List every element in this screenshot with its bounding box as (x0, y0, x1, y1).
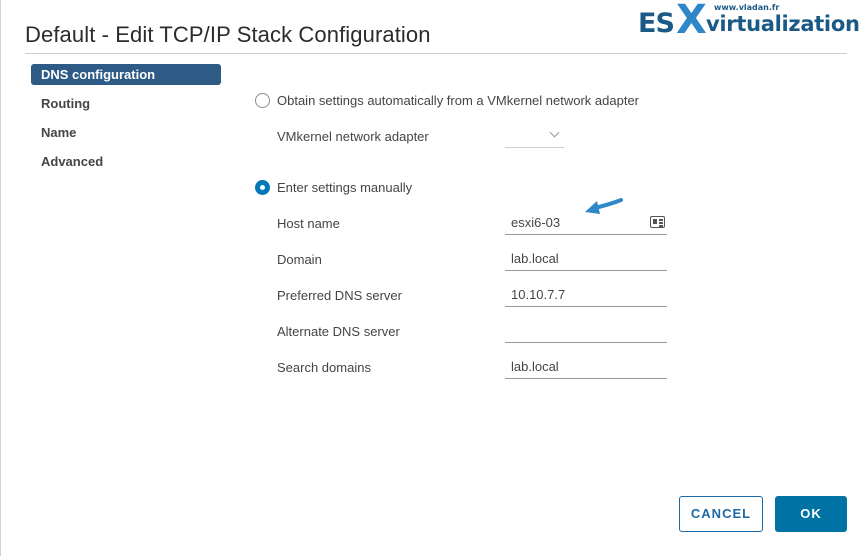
sidebar-item-dns-configuration[interactable]: DNS configuration (31, 64, 221, 85)
manual-settings-option[interactable]: Enter settings manually (255, 180, 412, 195)
esxvirtualization-logo: ES X www.vladan.fr virtualization (638, 0, 860, 43)
sidebar-item-routing[interactable]: Routing (41, 96, 91, 111)
host-name-input[interactable]: esxi6-03 (505, 212, 667, 235)
alternate-dns-label: Alternate DNS server (277, 324, 400, 339)
domain-input[interactable]: lab.local (505, 248, 667, 271)
dialog-title: Default - Edit TCP/IP Stack Configuratio… (25, 22, 431, 47)
manual-settings-radio[interactable] (255, 180, 270, 195)
auto-settings-radio[interactable] (255, 93, 270, 108)
auto-settings-option[interactable]: Obtain settings automatically from a VMk… (255, 93, 639, 108)
ok-button[interactable]: OK (775, 496, 847, 532)
preferred-dns-input[interactable]: 10.10.7.7 (505, 284, 667, 307)
preferred-dns-label: Preferred DNS server (277, 288, 402, 303)
manual-settings-label: Enter settings manually (277, 180, 413, 195)
title-divider (25, 53, 847, 54)
sidebar-item-name[interactable]: Name (41, 125, 77, 140)
annotation-arrow-icon (585, 198, 623, 214)
chevron-down-icon (549, 127, 560, 138)
auto-settings-label: Obtain settings automatically from a VMk… (277, 93, 640, 108)
cancel-button[interactable]: CANCEL (679, 496, 763, 532)
alternate-dns-input[interactable] (505, 320, 667, 343)
id-card-icon[interactable] (650, 216, 665, 228)
sidebar-item-advanced[interactable]: Advanced (41, 154, 104, 169)
vmk-adapter-select[interactable] (505, 125, 564, 148)
search-domains-label: Search domains (277, 360, 371, 375)
host-name-label: Host name (277, 216, 340, 231)
domain-label: Domain (277, 252, 322, 267)
search-domains-input[interactable]: lab.local (505, 356, 667, 379)
sidebar-nav: DNS configuration Routing Name Advanced (31, 64, 221, 180)
vmk-adapter-label: VMkernel network adapter (277, 129, 429, 144)
host-name-value: esxi6-03 (511, 215, 561, 230)
